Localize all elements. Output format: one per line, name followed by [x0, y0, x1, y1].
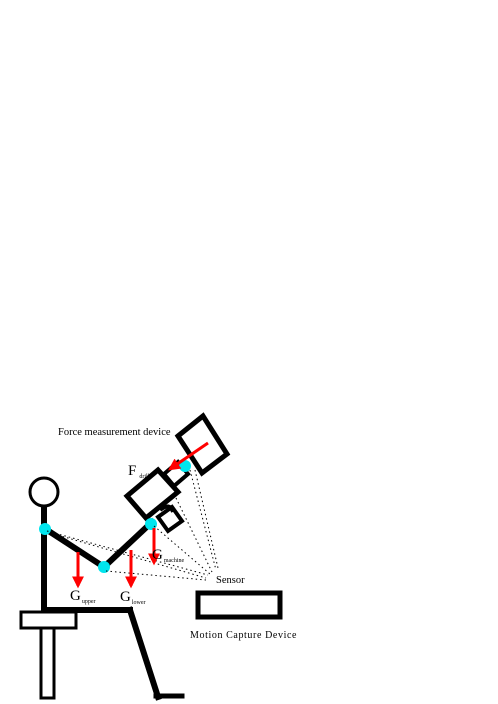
upper-weight-label-sub: upper	[82, 599, 96, 605]
sensor-lines	[46, 469, 219, 581]
joint-markers	[39, 460, 191, 573]
sensor-line-elbow	[105, 570, 207, 581]
sensor-label: Sensor	[216, 575, 245, 586]
drill-force-label-main: F	[128, 463, 136, 479]
figure-shin	[126, 606, 162, 701]
upper-weight-label-main: G	[70, 588, 81, 604]
drill-force-label-sub: drill	[139, 474, 149, 480]
drill-tip-marker	[179, 460, 191, 472]
figure-forearm	[99, 517, 157, 572]
motion-capture-label: Motion Capture Device	[190, 630, 297, 641]
sensor-line-device-far	[194, 469, 219, 569]
stool	[19, 610, 78, 700]
stool-leg	[39, 626, 56, 700]
elbow-marker	[98, 561, 110, 573]
force-measurement-device	[174, 412, 231, 477]
figure-head	[28, 476, 60, 508]
machine-weight-label: Gmachine	[152, 547, 185, 564]
stool-seat	[19, 610, 78, 630]
force-device-label: Force measurement device	[58, 427, 171, 438]
sensor-line-drill	[175, 497, 213, 573]
wrist-marker	[145, 518, 157, 530]
figure-upper-arm	[39, 523, 109, 572]
motion-capture-device	[195, 590, 283, 620]
lower-weight-label-main: G	[120, 589, 131, 605]
sensor-line-upperarm	[53, 533, 207, 579]
drill-force-arrow	[168, 441, 209, 471]
sensor-line-shoulder	[46, 530, 209, 576]
force-arrows	[72, 441, 209, 589]
shoulder-marker	[39, 523, 51, 535]
sensor-line-wrist	[153, 525, 211, 575]
drill-handle	[155, 504, 185, 534]
upper-weight-label: Gupper	[70, 588, 96, 605]
sensor-line-device	[189, 469, 217, 571]
lower-weight-label-sub: lower	[132, 600, 146, 606]
machine-weight-label-main: G	[152, 547, 163, 563]
lower-weight-label: Glower	[120, 589, 146, 606]
drill-trigger	[158, 504, 175, 513]
force-device-box	[174, 412, 231, 477]
drill-body	[123, 466, 182, 522]
machine-weight-label-sub: machine	[164, 558, 185, 564]
